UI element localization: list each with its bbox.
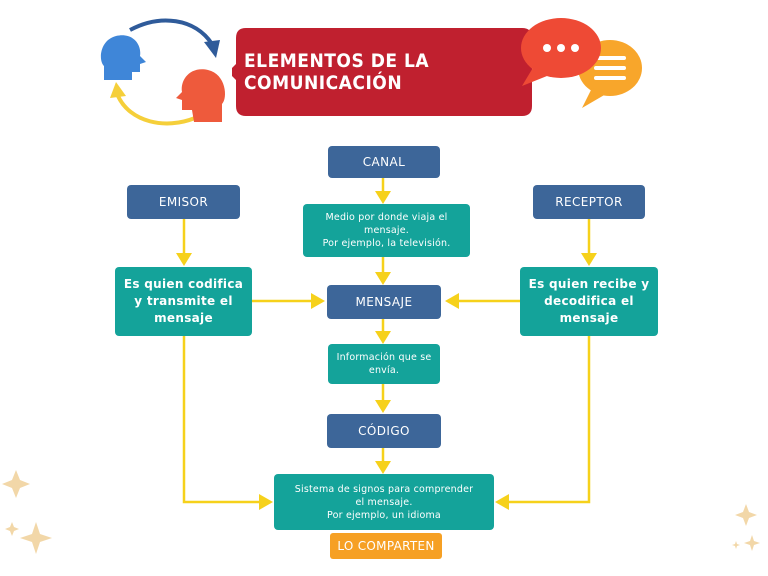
- codigo-description: Sistema de signos para comprender el men…: [274, 474, 494, 530]
- chat-bubbles-icon: [521, 18, 642, 108]
- shared-label: LO COMPARTEN: [330, 533, 442, 559]
- emisor-description: Es quien codifica y transmite el mensaje: [115, 267, 252, 336]
- receptor-box: RECEPTOR: [533, 185, 645, 219]
- emisor-box: EMISOR: [127, 185, 240, 219]
- canal-box: CANAL: [328, 146, 440, 178]
- page-title: ELEMENTOS DE LA COMUNICACIÓN: [244, 50, 430, 94]
- two-heads-communication-icon: [100, 18, 226, 126]
- codigo-box: CÓDIGO: [327, 414, 441, 448]
- mensaje-description: Información que se envía.: [328, 344, 440, 384]
- title-banner: [232, 28, 532, 116]
- mensaje-box: MENSAJE: [327, 285, 441, 319]
- receptor-description: Es quien recibe y decodifica el mensaje: [520, 267, 658, 336]
- canal-description: Medio por donde viaja el mensaje. Por ej…: [303, 204, 470, 257]
